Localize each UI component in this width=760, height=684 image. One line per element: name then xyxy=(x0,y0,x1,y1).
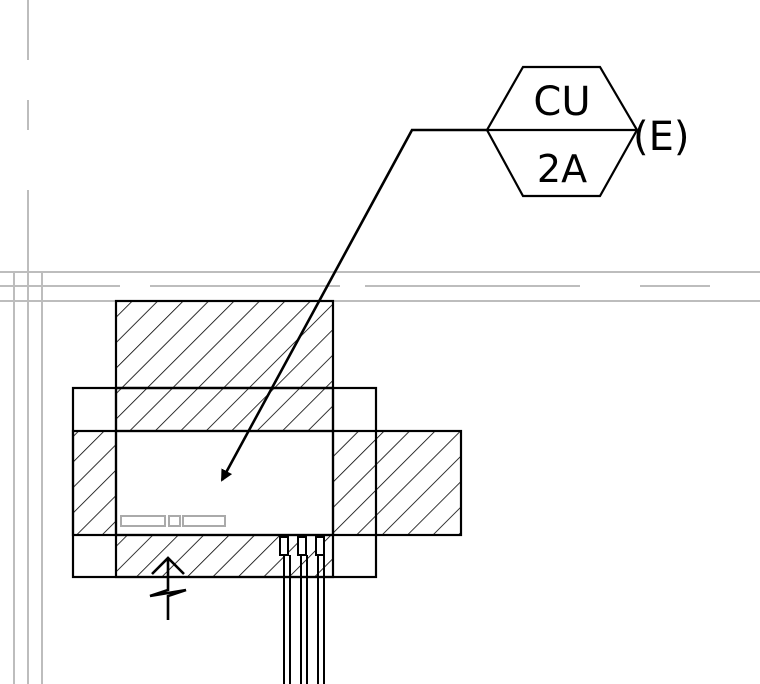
equipment-unit xyxy=(71,299,463,579)
bottom-band xyxy=(114,533,335,579)
tag-top-text: CU xyxy=(533,79,590,125)
right-band xyxy=(331,429,463,537)
break-symbol xyxy=(149,556,187,620)
top-band xyxy=(114,386,335,433)
terminal-tab-3 xyxy=(315,536,325,556)
nameplate-segment-1 xyxy=(120,515,166,527)
nameplate-segment-3 xyxy=(182,515,226,527)
leader-line-arrow xyxy=(220,128,487,482)
conduit-lines xyxy=(283,555,325,684)
upper-hatched-block xyxy=(114,299,335,390)
inner-cavity xyxy=(114,429,335,537)
terminal-tab-1 xyxy=(279,536,289,556)
tag-bottom-text: 2A xyxy=(537,147,587,191)
equipment-tag: CU 2A (E) xyxy=(485,65,689,198)
terminal-tab-2 xyxy=(297,536,307,556)
tag-suffix-text: (E) xyxy=(633,114,689,160)
left-band xyxy=(71,429,118,537)
nameplate-segment-2 xyxy=(168,515,181,527)
